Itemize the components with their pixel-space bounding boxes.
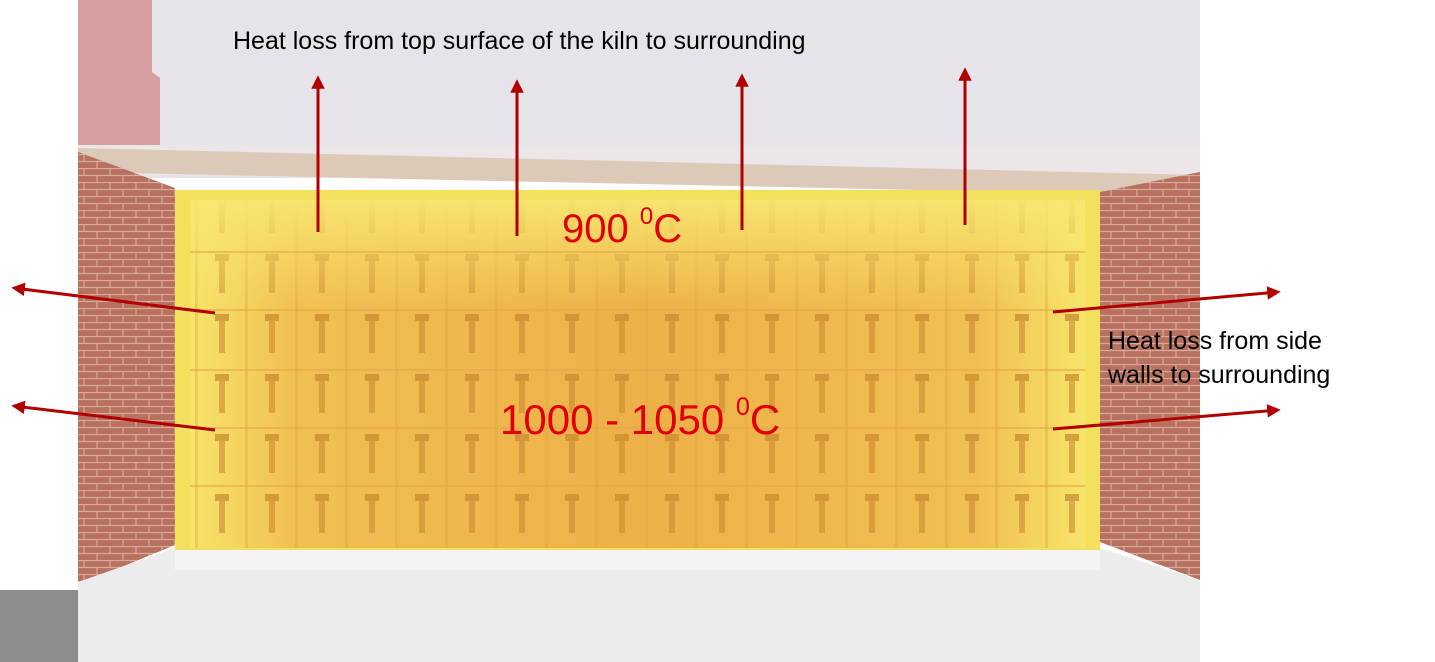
right-brick-wall (1100, 172, 1200, 580)
upper-temperature-value: 900 (562, 207, 640, 251)
pink-wall (78, 0, 160, 160)
right-arrow-upper (1052, 286, 1281, 314)
top-heat-loss-arrows (311, 67, 972, 236)
lower-temperature-unit: C (749, 395, 781, 443)
side-heat-loss-label-line2: walls to surrounding (1108, 361, 1331, 389)
upper-temperature-unit: C (653, 207, 683, 251)
kiln-floor (78, 548, 1200, 662)
top-heat-loss-label: Heat loss from top surface of the kiln t… (233, 27, 806, 55)
left-arrow-upper (11, 282, 216, 315)
right-arrow-lower (1052, 404, 1281, 431)
lower-temperature-superscript: 0 (735, 393, 750, 421)
lower-temperature-label: 1000 - 1050 0C (500, 393, 780, 444)
left-brick-wall (78, 152, 175, 585)
side-heat-loss-label-line1: Heat loss from side (1108, 327, 1322, 355)
upper-temperature-superscript: 0 (639, 203, 654, 230)
upper-temperature-label: 900 0C (562, 203, 682, 252)
side-heat-loss-arrows (11, 282, 1281, 432)
ceiling-ledge (78, 148, 1200, 196)
grey-corner-block (0, 590, 78, 662)
left-arrow-lower (11, 400, 216, 432)
lower-temperature-value: 1000 - 1050 (500, 395, 736, 443)
